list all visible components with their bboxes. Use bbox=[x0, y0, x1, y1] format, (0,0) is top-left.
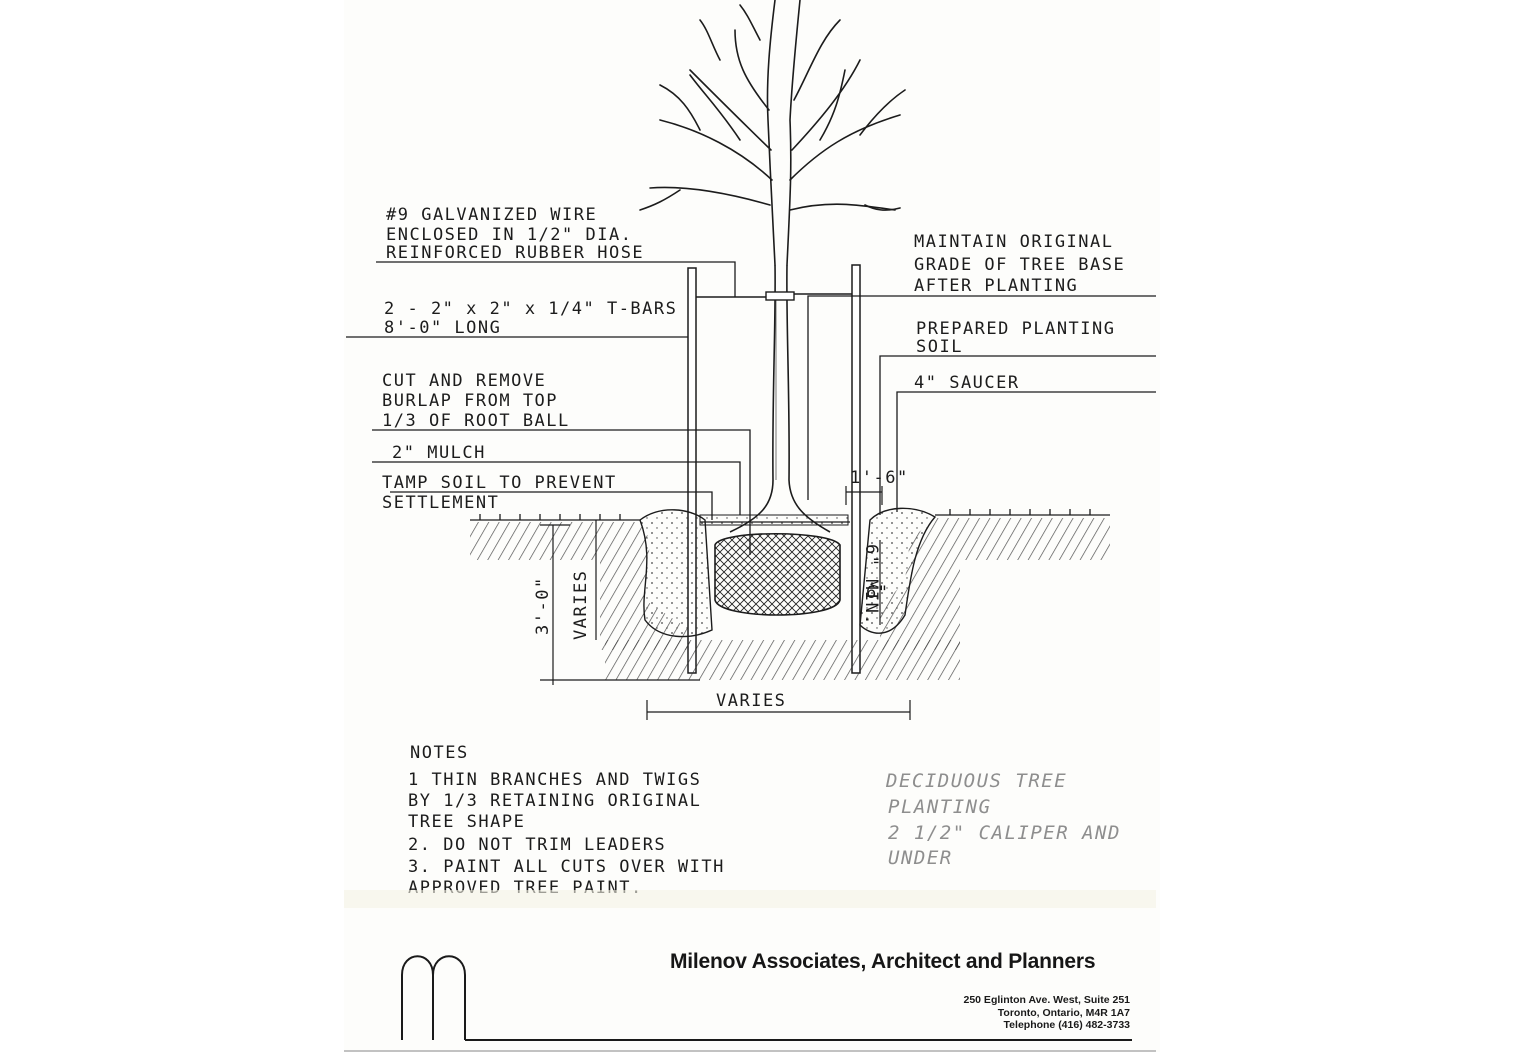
note-line-1: 1 THIN BRANCHES AND TWIGS bbox=[408, 770, 701, 790]
scan-band bbox=[344, 890, 1156, 908]
wire-callout-line-3: REINFORCED RUBBER HOSE bbox=[386, 243, 644, 263]
prepared-soil bbox=[639, 507, 937, 638]
soil-callout-line-2: SOIL bbox=[916, 337, 963, 357]
note-line-4: 2. DO NOT TRIM LEADERS bbox=[408, 835, 666, 855]
drawing-title: DECIDUOUS TREE PLANTING 2 1/2" CALIPER A… bbox=[885, 770, 1121, 869]
address-line-3: Telephone (416) 482-3733 bbox=[1003, 1019, 1130, 1031]
tree-trunk bbox=[729, 264, 831, 533]
bottom-soil-dimension: 6" bbox=[866, 583, 889, 603]
tree-canopy bbox=[639, 0, 906, 266]
wire-callout-line-2: ENCLOSED IN 1/2" DIA. bbox=[386, 225, 632, 245]
saucer-width-dimension: 1'-6" bbox=[850, 468, 909, 488]
firm-logo bbox=[401, 955, 1132, 1041]
grade-callout-line-3: AFTER PLANTING bbox=[914, 276, 1078, 296]
dimension-labels: 1'-6" 6" MIN. 6" 3'-0" VARIES VARIES bbox=[533, 468, 909, 711]
address-line-1: 250 Eglinton Ave. West, Suite 251 bbox=[963, 994, 1131, 1006]
soil-callout-line-1: PREPARED PLANTING bbox=[916, 319, 1116, 339]
min-depth-dimension: 6" MIN. bbox=[861, 544, 881, 626]
notes-block: NOTES 1 THIN BRANCHES AND TWIGS BY 1/3 R… bbox=[408, 743, 725, 898]
mulch-callout: 2" MULCH bbox=[392, 443, 486, 463]
tbars-callout-line-1: 2 - 2" x 2" x 1/4" T-BARS bbox=[384, 299, 677, 319]
note-line-3: TREE SHAPE bbox=[408, 812, 525, 832]
mulch-layer bbox=[699, 514, 849, 526]
address-line-2: Toronto, Ontario, M4R 1A7 bbox=[997, 1006, 1130, 1019]
varies-horizontal-dimension: VARIES bbox=[716, 691, 786, 711]
burlap-callout-line-2: BURLAP FROM TOP bbox=[382, 391, 558, 411]
note-line-2: BY 1/3 RETAINING ORIGINAL bbox=[408, 791, 701, 811]
drawing-title-line-2: PLANTING bbox=[888, 796, 992, 818]
dimension-lines bbox=[540, 486, 911, 720]
guy-wire bbox=[696, 291, 852, 301]
burlap-callout-line-1: CUT AND REMOVE bbox=[382, 371, 546, 391]
callout-leaders-right bbox=[807, 295, 1156, 515]
firm-name: Milenov Associates, Architect and Planne… bbox=[670, 950, 1096, 973]
firm-address: 250 Eglinton Ave. West, Suite 251 Toront… bbox=[964, 994, 1131, 1032]
root-ball bbox=[714, 532, 841, 616]
notes-heading: NOTES bbox=[410, 743, 469, 763]
drawing-title-line-1: DECIDUOUS TREE bbox=[885, 770, 1067, 792]
drawing-title-line-3: 2 1/2" CALIPER AND bbox=[888, 822, 1121, 844]
tamp-callout-line-2: SETTLEMENT bbox=[382, 493, 499, 513]
note-line-5: 3. PAINT ALL CUTS OVER WITH bbox=[408, 857, 725, 877]
callout-leaders-left bbox=[346, 261, 751, 555]
saucer-callout: 4" SAUCER bbox=[914, 373, 1020, 393]
existing-soil bbox=[470, 518, 1110, 680]
tamp-callout-line-1: TAMP SOIL TO PREVENT bbox=[382, 473, 617, 493]
wire-callout-line-1: #9 GALVANIZED WIRE bbox=[386, 205, 597, 225]
tbars-callout-line-2: 8'-0" LONG bbox=[384, 318, 501, 338]
varies-vertical-dimension: VARIES bbox=[571, 570, 591, 640]
grade-callout-line-2: GRADE OF TREE BASE bbox=[914, 255, 1125, 275]
pit-depth-dimension: 3'-0" bbox=[533, 576, 553, 635]
right-callouts: MAINTAIN ORIGINAL GRADE OF TREE BASE AFT… bbox=[914, 232, 1125, 393]
drawing-title-line-4: UNDER bbox=[888, 847, 953, 869]
left-callouts: #9 GALVANIZED WIRE ENCLOSED IN 1/2" DIA.… bbox=[382, 205, 677, 513]
grade-callout-line-1: MAINTAIN ORIGINAL bbox=[914, 232, 1114, 252]
burlap-callout-line-3: 1/3 OF ROOT BALL bbox=[382, 411, 570, 431]
